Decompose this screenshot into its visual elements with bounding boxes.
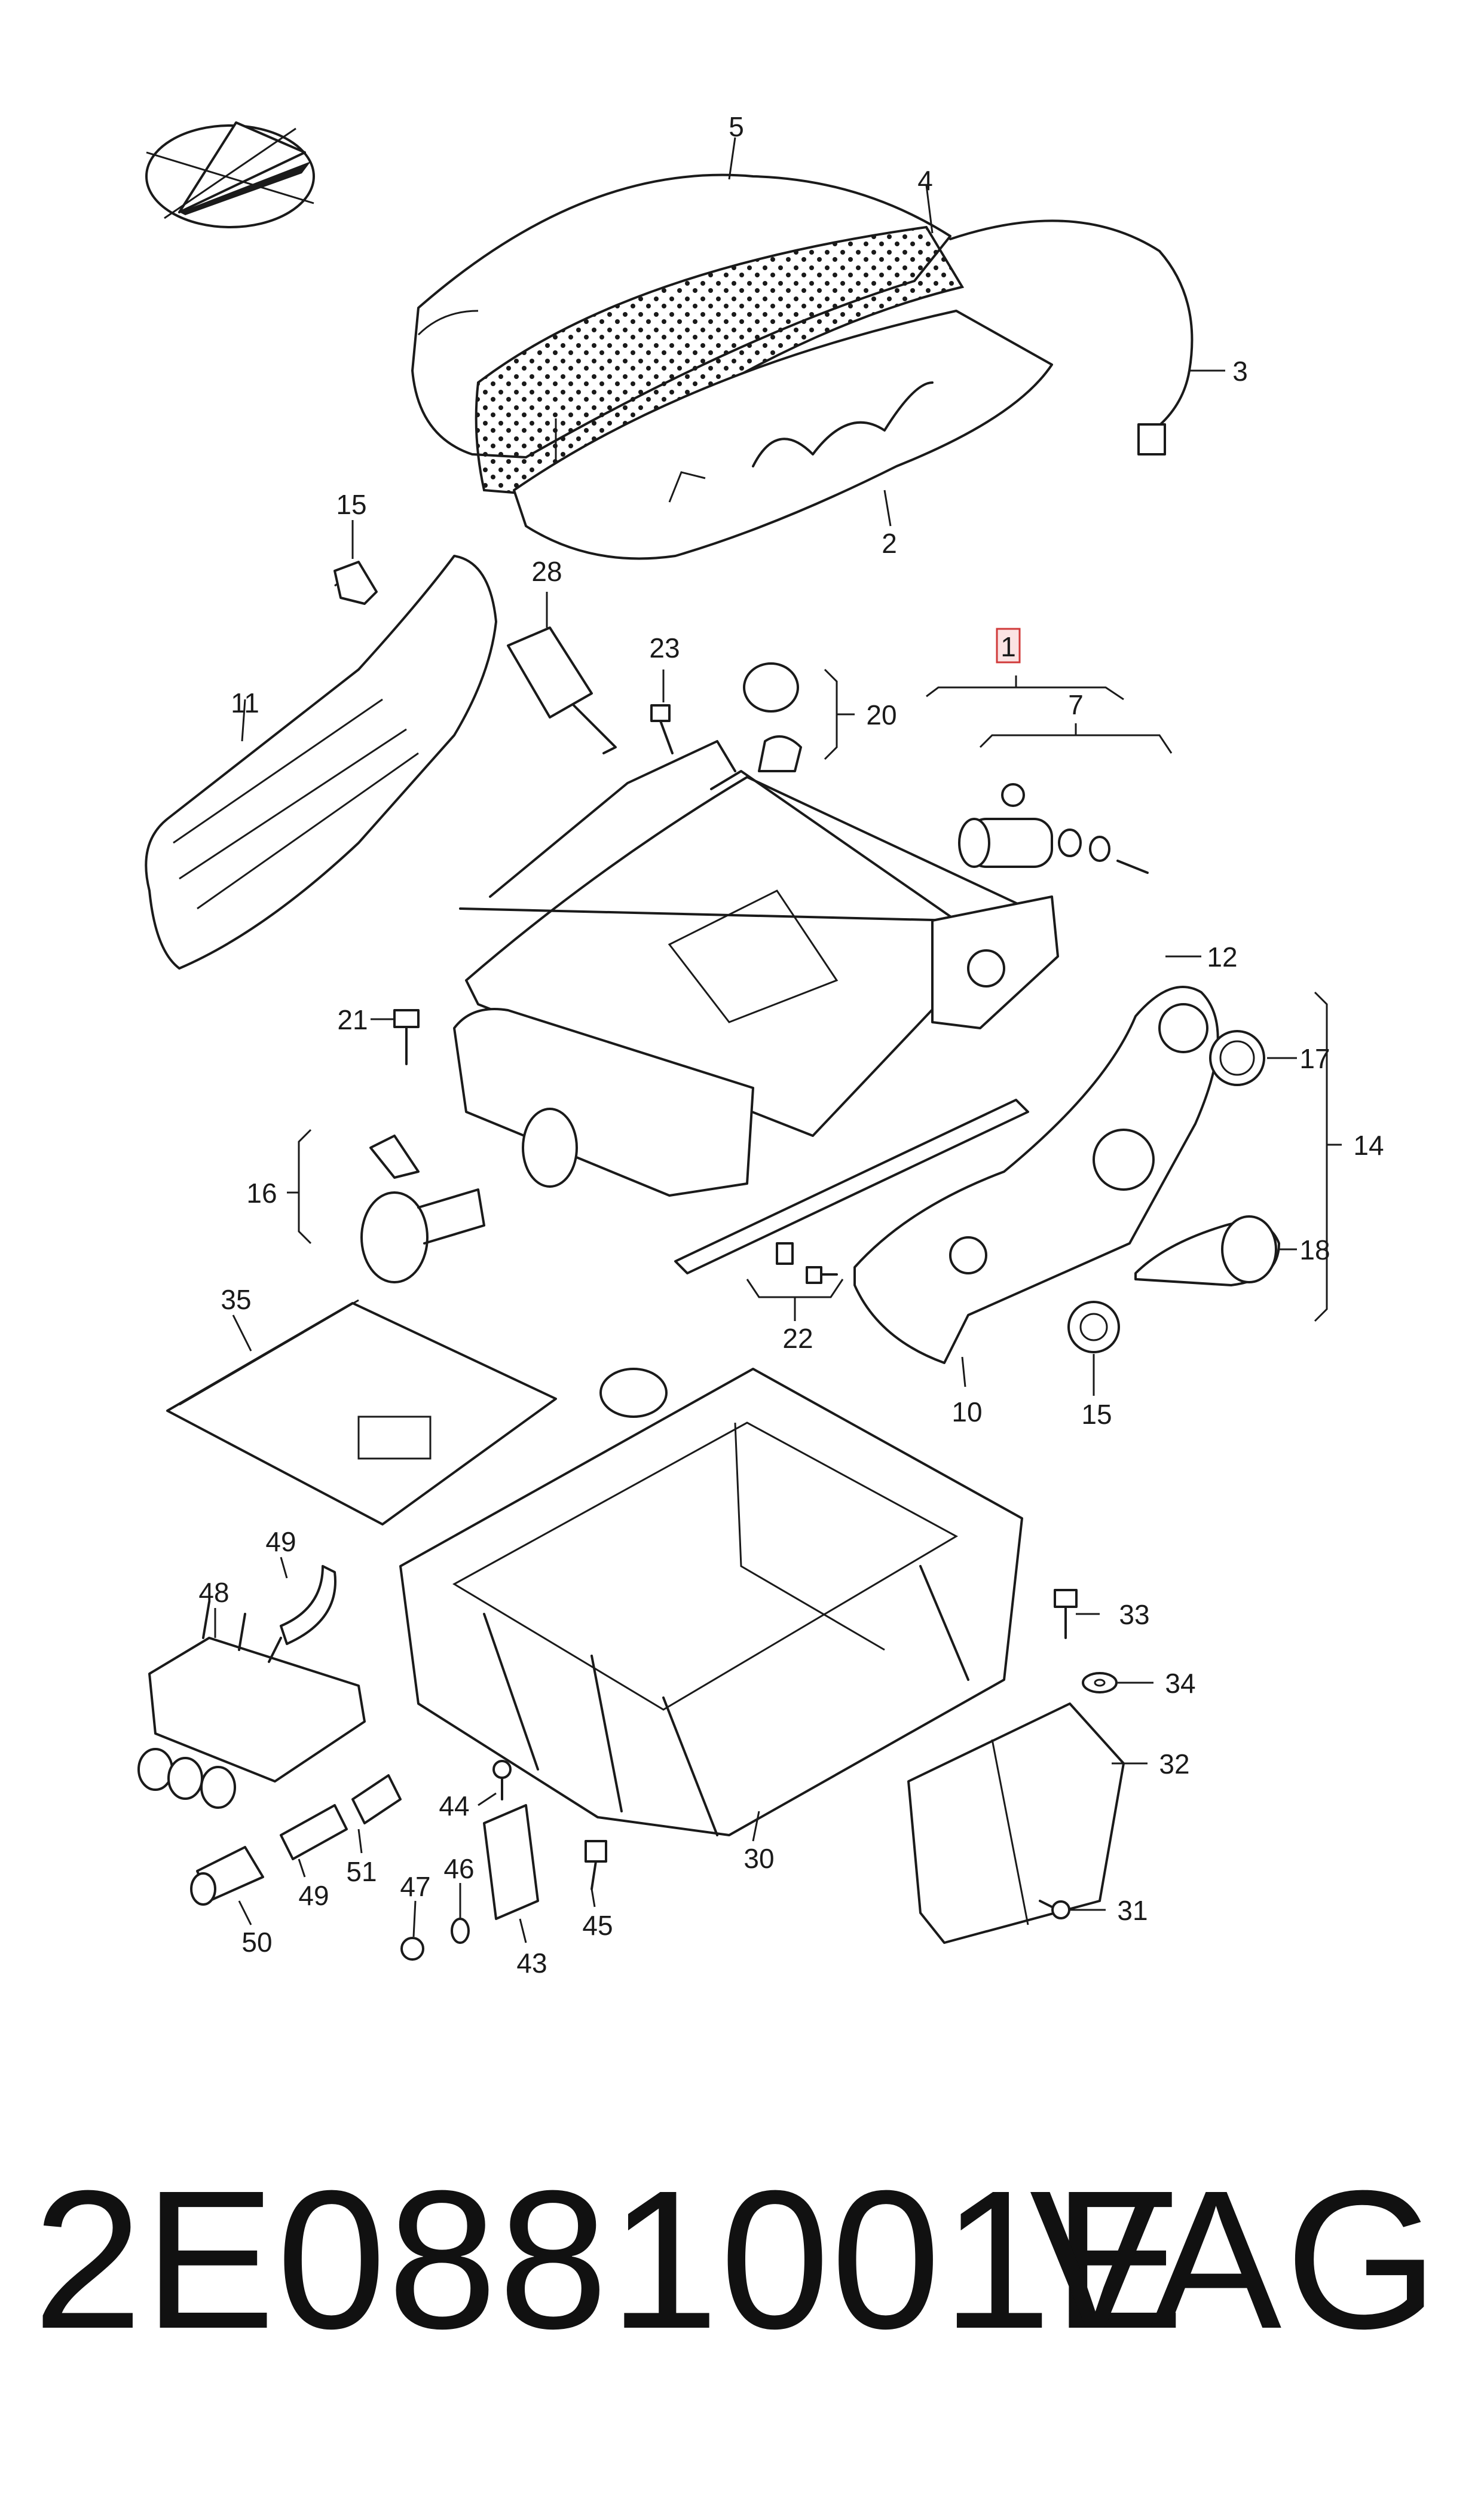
hose [280,1565,336,1645]
seat-exploded-parts-diagram: 1 2 3 4 5 7 10 11 12 14 15 15 16 17 18 2… [137,111,1384,1979]
nut [400,1937,424,1961]
seat-adjust-knob [1209,1030,1265,1086]
callout-46: 46 [443,1853,474,1884]
heater-cable-connector [949,219,1194,455]
callout-33: 33 [1119,1599,1149,1630]
callout-50: 50 [241,1927,272,1958]
callout-11: 11 [231,687,259,719]
bush-set [743,662,802,772]
backrest-side-trim [145,555,497,970]
callout-31: 31 [1117,1895,1148,1926]
cover-plate [166,1299,557,1526]
callout-32: 32 [1159,1748,1189,1780]
washer [1082,1672,1118,1693]
callout-35: 35 [221,1284,251,1315]
callout-49-bottom: 49 [298,1880,329,1911]
callout-51: 51 [346,1856,377,1887]
bracket [483,1804,539,1920]
screw [650,704,674,754]
storage-tray [907,1702,1125,1944]
washer [451,1918,470,1944]
side-trim-panel [853,986,1219,1364]
bolt [1054,1589,1078,1639]
bolt [393,1009,420,1065]
callout-47: 47 [400,1871,430,1902]
screw [1039,1900,1070,1919]
callout-3: 3 [1232,356,1248,387]
orientation-compass-icon [145,121,315,228]
callout-43: 43 [516,1948,547,1979]
callout-15-bottom: 15 [1081,1399,1112,1430]
callout-17: 17 [1299,1043,1330,1074]
callout-30: 30 [743,1843,774,1874]
callout-4: 4 [917,165,933,196]
part-number: 2E0881001E [33,2149,1186,2370]
callout-28: 28 [531,556,562,587]
callout-21: 21 [337,1004,368,1035]
callout-49-top: 49 [265,1526,296,1557]
callout-23: 23 [649,632,680,664]
clip [333,561,378,605]
callout-10: 10 [951,1396,982,1427]
callout-18: 18 [1299,1234,1330,1265]
height-adjust-knob [1067,1301,1120,1353]
screw [492,1760,512,1800]
leader-lines [214,137,1342,1943]
seat-subframe [453,1008,1029,1274]
callout-22: 22 [782,1323,813,1354]
callout-20: 20 [866,699,896,730]
callout-12: 12 [1207,941,1237,973]
callout-5: 5 [729,111,744,142]
hose-connector [190,1846,264,1906]
valve-block [137,1601,366,1809]
callout-14: 14 [1353,1130,1384,1161]
recline-lever [1134,1215,1280,1286]
callout-48: 48 [198,1577,229,1608]
bolt [585,1840,607,1890]
callout-2: 2 [882,528,897,559]
seat-adjust-motor [958,783,1149,874]
coupling [351,1774,402,1824]
callout-labels: 1 2 3 4 5 7 10 11 12 14 15 15 16 17 18 2… [198,111,1384,1979]
seat-base-frame [399,1368,1023,1836]
brand-name: VAG [1029,2149,1442,2370]
callout-44: 44 [439,1790,469,1821]
callout-45: 45 [582,1910,613,1941]
callout-1: 1 [1000,631,1016,662]
callout-7: 7 [1068,689,1084,720]
footer: 2E0881001E VAG [0,2146,1484,2373]
nut-bolt [776,1242,838,1284]
hose [280,1804,348,1860]
callout-15-top: 15 [336,489,366,520]
seat-pan-heater [513,310,1053,560]
adjustment-handwheel [360,1108,578,1283]
callout-16: 16 [246,1178,277,1209]
callout-34: 34 [1165,1668,1195,1699]
seat-belt-buckle [507,626,617,754]
